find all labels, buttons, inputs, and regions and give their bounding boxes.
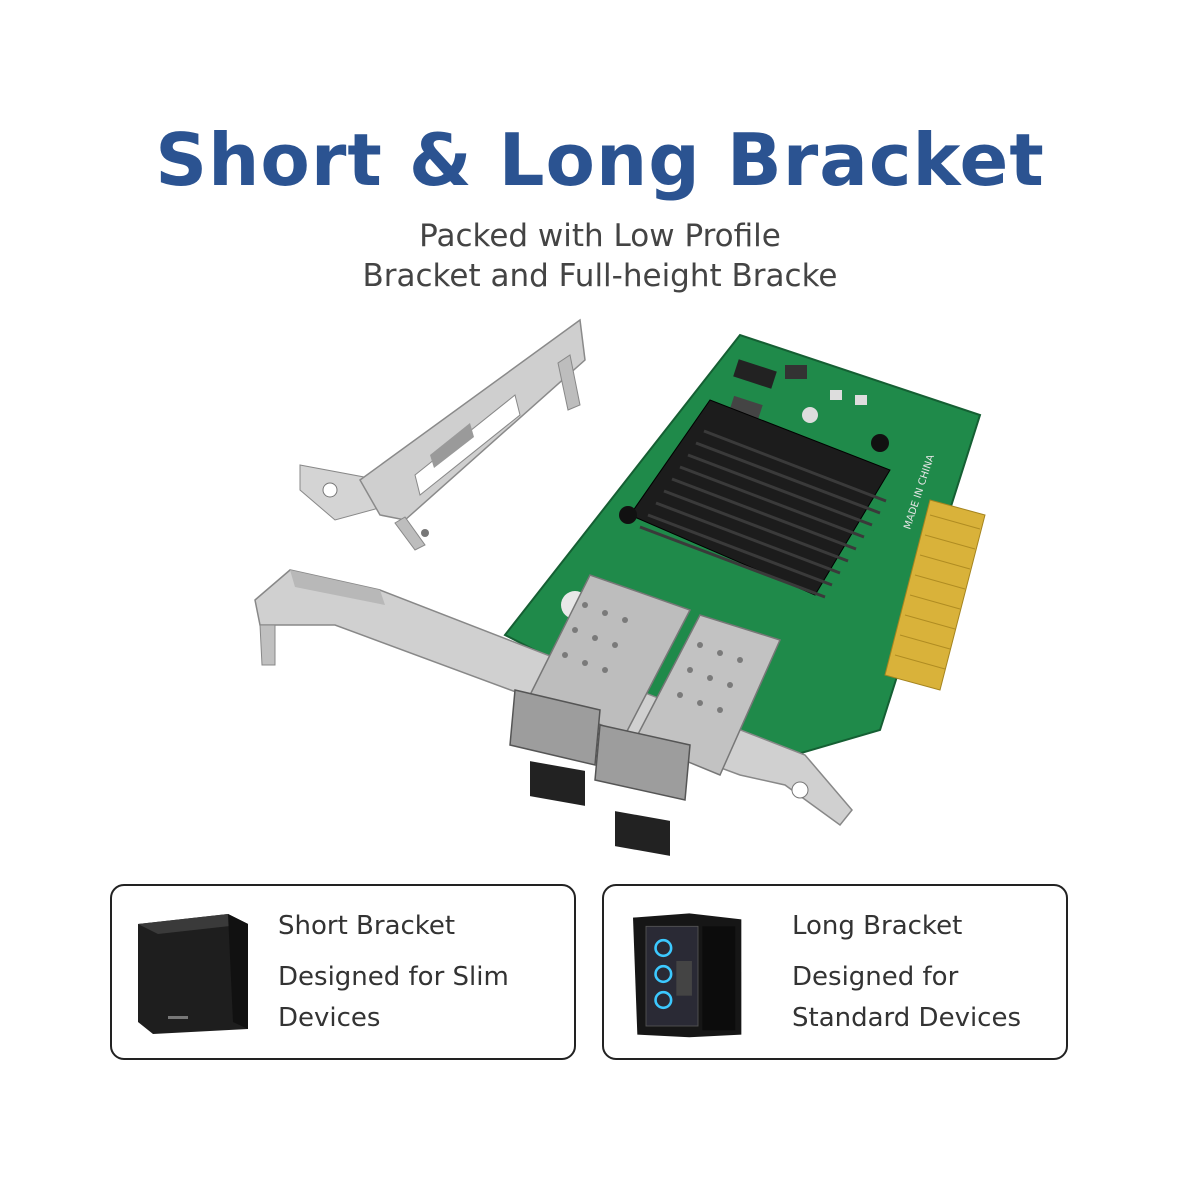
long-bracket-card: Long Bracket Designed for Standard Devic…: [602, 884, 1068, 1060]
long-bracket-label: Long Bracket: [792, 911, 963, 941]
subtitle-line-1: Packed with Low Profile: [419, 218, 781, 254]
subtitle-line-2: Bracket and Full-height Bracke: [362, 258, 838, 294]
tower-pc-case-icon: [633, 913, 742, 1038]
page-title: Short & Long Bracket: [155, 118, 1045, 202]
small-form-factor-pc-icon: [138, 914, 248, 1034]
short-bracket-card: Short Bracket Designed for Slim Devices: [110, 884, 576, 1060]
short-bracket-description: Designed for Slim Devices: [278, 962, 509, 1033]
short-bracket-label: Short Bracket: [278, 911, 456, 941]
sfp-cage-1: [509, 574, 692, 806]
low-profile-bracket: [299, 318, 586, 551]
sfp-cage-2: [594, 614, 782, 856]
heatsink: [619, 399, 891, 599]
long-bracket-description: Designed for Standard Devices: [792, 962, 1022, 1033]
network-card-product-image: MADE IN CHINA: [254, 318, 986, 856]
